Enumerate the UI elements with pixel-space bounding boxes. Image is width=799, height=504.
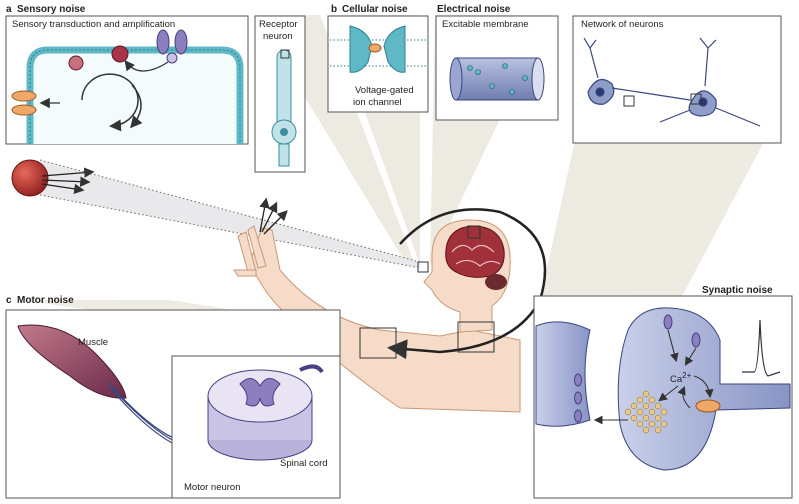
gaze-line-upper [39,159,421,263]
sensorimotor-loop [387,208,547,360]
postsynaptic-terminal [535,321,591,427]
amplification-cycle [81,73,139,132]
ball-velocity-arrows [41,167,95,194]
cell-membrane [26,46,244,144]
voltage-gated-ion-channel [349,25,406,73]
spinal-cord-label: Spinal cord [280,458,328,469]
receptor-neuron-label-1: Receptor [259,19,298,30]
brain [445,225,505,278]
voltage-gated-label-1: Voltage-gated [355,85,414,96]
spinal-cord [207,364,324,461]
neuron-network [583,37,761,127]
synaptic-noise-title: Synaptic noise [702,285,773,296]
section-b-title: Cellular noise [342,4,408,15]
excitable-membrane-label: Excitable membrane [442,19,529,30]
muscle [17,324,127,399]
hand-movement-arrows [259,197,288,235]
hand-fingers [233,225,267,277]
mitochondrion [695,399,721,413]
light-cone [40,160,420,268]
eye-zoom-box [417,261,429,273]
spine-zoom-box [457,321,495,353]
network-of-neurons-panel [572,15,782,144]
action-potential-trace [742,319,781,377]
sensory-transduction-label: Sensory transduction and amplification [12,19,175,30]
receptor-neuron-cell [271,49,297,167]
section-a-title: Sensory noise [17,4,86,15]
voltage-gated-label-2: ion channel [353,97,402,108]
person-arm [249,227,521,413]
arm-zoom-box [359,327,397,359]
moving-ball [11,159,49,197]
electrical-noise-title: Electrical noise [437,4,511,15]
muscle-label: Muscle [78,337,108,348]
network-of-neurons-label: Network of neurons [581,19,664,30]
section-a-letter: a [6,4,12,15]
section-c-title: Motor noise [17,295,74,306]
signal-molecule-2 [68,55,84,71]
signal-arrow [124,59,169,72]
receptor-protein [156,29,188,64]
brain-zoom-box [467,225,481,239]
synaptic-vesicles [624,390,668,434]
calcium-label: Ca2+ [670,371,692,385]
section-c-letter: c [6,295,12,306]
section-b-letter: b [331,4,337,15]
orange-ion-channel [11,90,37,116]
cerebellum [485,274,507,290]
ion-channel-panel [327,15,429,113]
synapse-zoom-box [623,95,635,107]
presynaptic-terminal [617,307,791,471]
membrane-cylinder [449,57,545,101]
motor-neuron-label: Motor neuron [184,482,241,493]
receptor-neuron-label-2: neuron [263,31,293,42]
signal-molecule-1 [111,45,129,63]
gaze-line-lower [39,194,421,269]
